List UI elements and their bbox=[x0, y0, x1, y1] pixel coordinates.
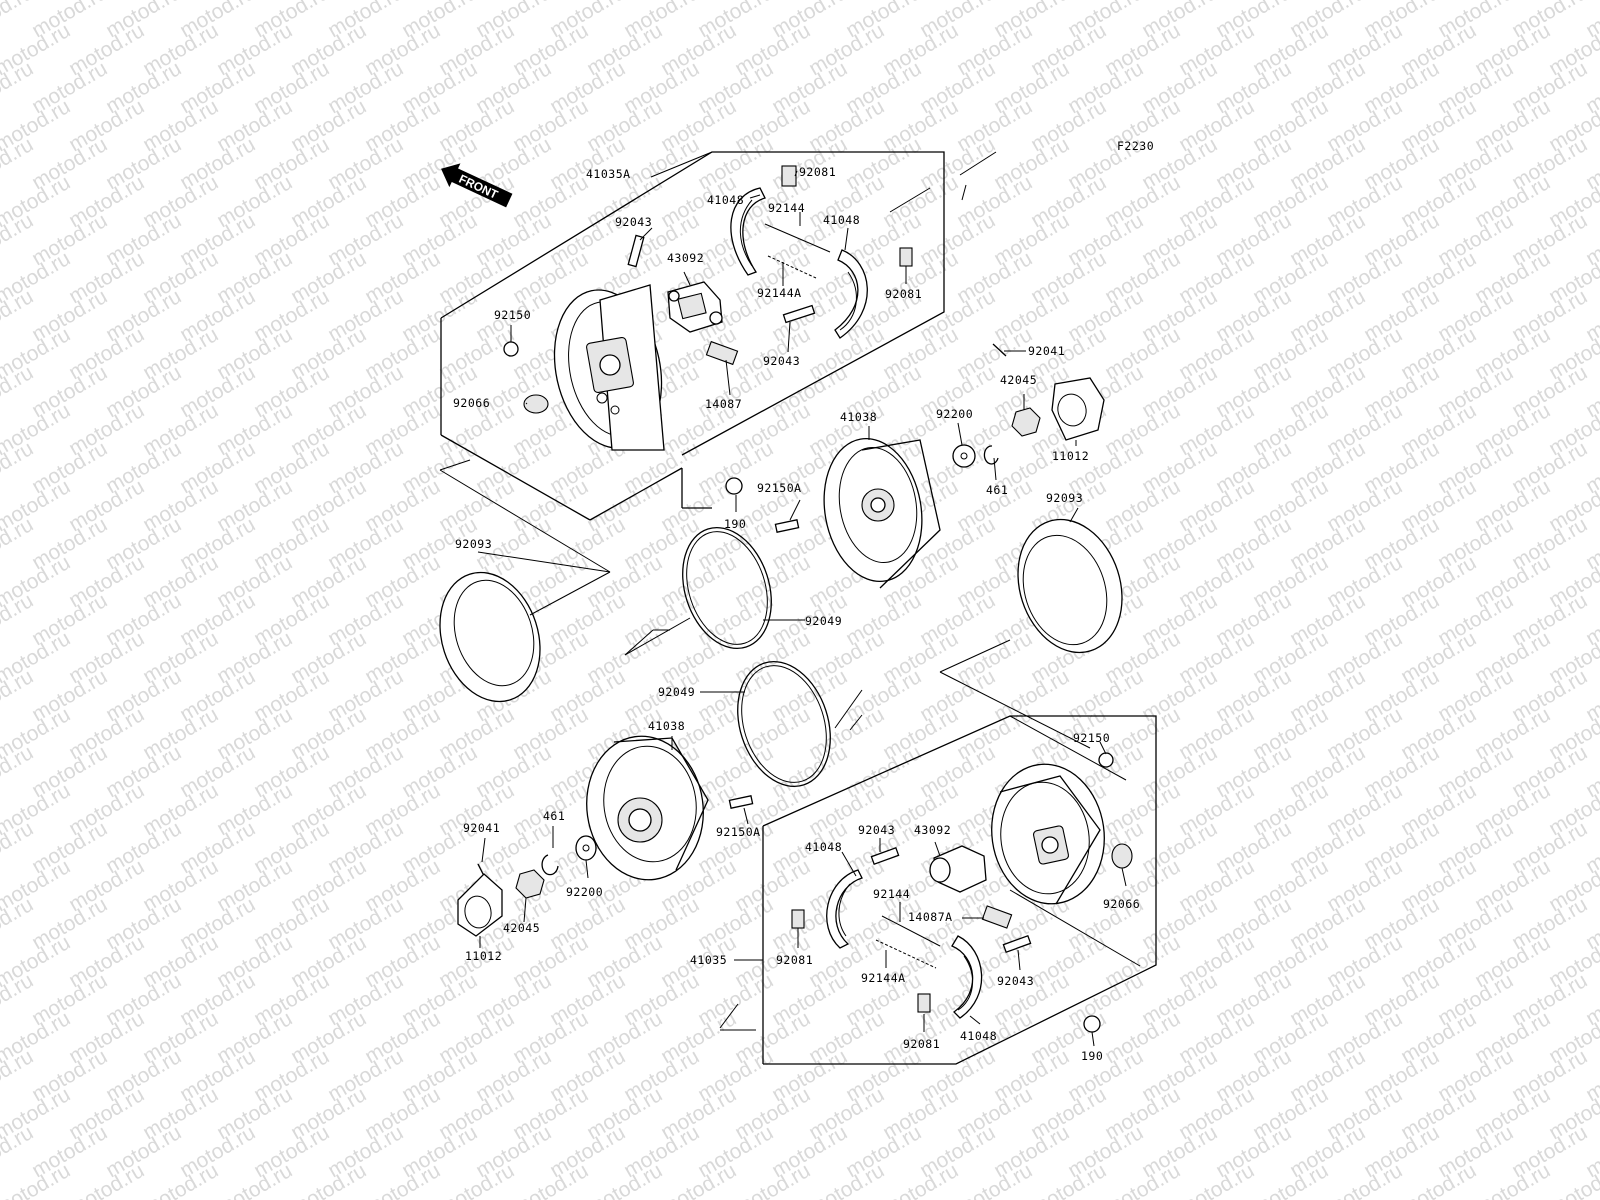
label-upper-41035A: 41035A bbox=[586, 167, 631, 181]
label-upper-461: 461 bbox=[986, 483, 1008, 497]
lower-bolt-92150 bbox=[1098, 752, 1114, 768]
label-upper-92043-b: 92043 bbox=[763, 354, 800, 368]
label-lower-41048-b: 41048 bbox=[960, 1029, 997, 1043]
label-upper-92150: 92150 bbox=[494, 308, 531, 322]
label-upper-14087: 14087 bbox=[705, 397, 742, 411]
figure-code: F2230 bbox=[1117, 139, 1154, 153]
label-left-92093: 92093 bbox=[455, 537, 492, 551]
lower-adjuster-92081-a bbox=[791, 909, 805, 929]
lower-washer-92200 bbox=[575, 835, 597, 861]
label-lower-190: 190 bbox=[1081, 1049, 1103, 1063]
label-upper-11012: 11012 bbox=[1052, 449, 1089, 463]
label-lower-92041: 92041 bbox=[463, 821, 500, 835]
label-lower-461: 461 bbox=[543, 809, 565, 823]
label-lower-92043-a: 92043 bbox=[858, 823, 895, 837]
upper-wheel-cylinder bbox=[667, 281, 723, 333]
label-upper-92041: 92041 bbox=[1028, 344, 1065, 358]
label-upper-41048-b: 41048 bbox=[823, 213, 860, 227]
lower-adjuster-92081-b bbox=[917, 993, 931, 1013]
label-upper-92043-a: 92043 bbox=[615, 215, 652, 229]
upper-circlip-461 bbox=[983, 445, 999, 465]
upper-stud-92150A bbox=[774, 519, 800, 533]
label-lower-92066: 92066 bbox=[1103, 897, 1140, 911]
label-lower-92150: 92150 bbox=[1073, 731, 1110, 745]
lower-plate-14087A bbox=[981, 905, 1013, 929]
upper-adjuster-92081-a bbox=[781, 165, 797, 187]
label-lower-14087A: 14087A bbox=[908, 910, 953, 924]
upper-washer-92200 bbox=[952, 444, 976, 468]
label-upper-92081-a: 92081 bbox=[799, 165, 836, 179]
label-upper-41038: 41038 bbox=[840, 410, 877, 424]
label-lower-92081-b: 92081 bbox=[903, 1037, 940, 1051]
label-upper-41048-a: 41048 bbox=[707, 193, 744, 207]
upper-nut-42045 bbox=[1011, 407, 1041, 437]
label-upper-92150A: 92150A bbox=[757, 481, 802, 495]
label-lower-92144: 92144 bbox=[873, 887, 910, 901]
upper-bolt-92150 bbox=[503, 341, 519, 357]
label-lower-41035: 41035 bbox=[690, 953, 727, 967]
label-upper-92049: 92049 bbox=[805, 614, 842, 628]
label-lower-92200: 92200 bbox=[566, 885, 603, 899]
label-upper-92144A: 92144A bbox=[757, 286, 802, 300]
upper-bolt-190 bbox=[725, 477, 743, 495]
label-upper-92200: 92200 bbox=[936, 407, 973, 421]
upper-adjuster-92081-b bbox=[899, 247, 913, 267]
lower-bolt-190 bbox=[1083, 1015, 1101, 1033]
label-lower-92150A: 92150A bbox=[716, 825, 761, 839]
label-lower-11012: 11012 bbox=[465, 949, 502, 963]
label-lower-92144A: 92144A bbox=[861, 971, 906, 985]
lower-plug-92066 bbox=[1111, 843, 1133, 869]
label-upper-43092: 43092 bbox=[667, 251, 704, 265]
label-upper-190: 190 bbox=[724, 517, 746, 531]
label-lower-92081-a: 92081 bbox=[776, 953, 813, 967]
label-lower-92043-b: 92043 bbox=[997, 974, 1034, 988]
label-upper-92066: 92066 bbox=[453, 396, 490, 410]
upper-plug-92066 bbox=[523, 394, 549, 414]
label-lower-42045: 42045 bbox=[503, 921, 540, 935]
label-upper-42045: 42045 bbox=[1000, 373, 1037, 387]
label-lower-41038: 41038 bbox=[648, 719, 685, 733]
label-lower-41048-a: 41048 bbox=[805, 840, 842, 854]
label-upper-92144: 92144 bbox=[768, 201, 805, 215]
label-lower-92049: 92049 bbox=[658, 685, 695, 699]
label-upper-92081-b: 92081 bbox=[885, 287, 922, 301]
label-lower-43092: 43092 bbox=[914, 823, 951, 837]
label-right-92093: 92093 bbox=[1046, 491, 1083, 505]
